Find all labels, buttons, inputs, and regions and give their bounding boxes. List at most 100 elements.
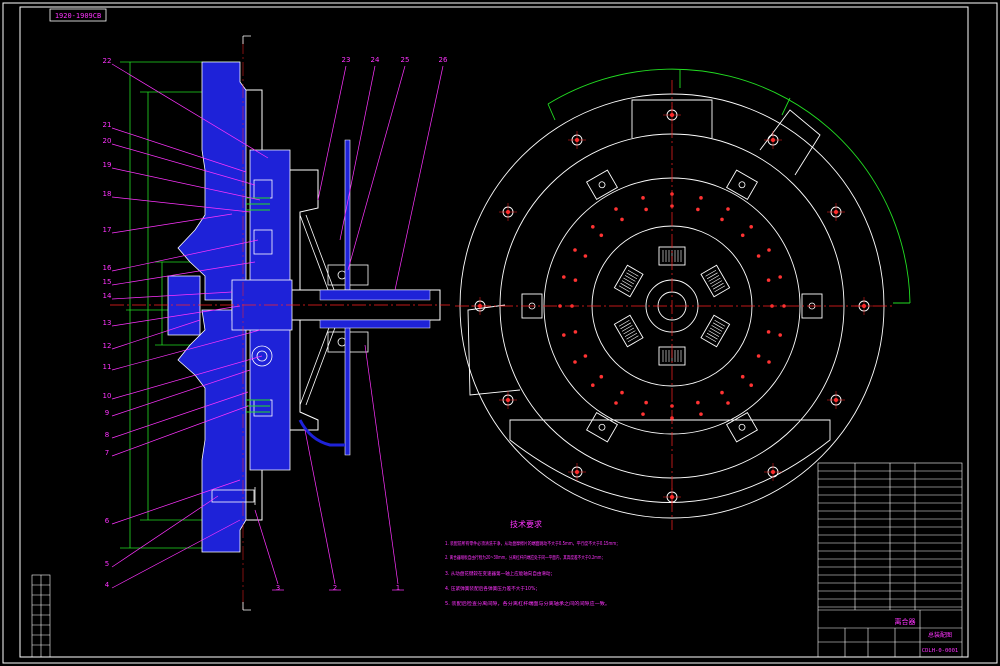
stamp-code: 1920-1909CB xyxy=(55,12,101,20)
rivet-hole xyxy=(726,207,730,211)
leader-line xyxy=(364,344,399,585)
bearing-sleeve xyxy=(319,289,431,301)
rivet-hole xyxy=(573,248,577,252)
dimension-lines xyxy=(120,61,240,549)
rivet-hole xyxy=(620,390,624,395)
leader-line xyxy=(304,429,336,585)
angle-dimension-arc xyxy=(547,68,911,304)
callout-number: 5 xyxy=(105,560,109,568)
callout-leaders xyxy=(111,63,444,591)
bolt-hole xyxy=(764,463,782,481)
notes-title: 技术要求 xyxy=(510,519,542,529)
rivet-hole xyxy=(573,278,578,282)
left-revision-table xyxy=(31,574,51,658)
disk-lug xyxy=(725,169,759,201)
rivet-hole xyxy=(591,383,595,387)
leader-line xyxy=(111,405,249,457)
leader-line xyxy=(339,65,376,241)
bearing-sleeve-lower xyxy=(319,319,431,329)
rivet-hole xyxy=(562,275,566,279)
rivet-hole xyxy=(591,225,595,229)
flywheel-section xyxy=(177,61,247,553)
cover-cutaway-right-top xyxy=(759,109,821,176)
rivet-hole xyxy=(614,207,618,211)
callout-number: 2 xyxy=(333,584,337,592)
title-block-name: 离合器 xyxy=(895,617,916,626)
leader-line xyxy=(317,65,347,201)
stamp-code-box xyxy=(49,8,107,22)
leader-line xyxy=(111,369,251,417)
bolt-hole xyxy=(499,203,517,221)
hub-section xyxy=(167,275,201,336)
leader-line xyxy=(347,65,406,271)
callout-number: 17 xyxy=(103,226,112,234)
rivet-hole xyxy=(782,304,786,308)
leader-line xyxy=(111,261,256,286)
rivet-hole xyxy=(562,333,566,337)
note-line-4: 4. 压紧弹簧装配后各弹簧压力差不大于10%； xyxy=(445,585,540,592)
title-block-sheet: 总装配图 xyxy=(928,631,952,639)
cover-cutaway-top xyxy=(631,99,713,138)
rivet-hole xyxy=(670,204,674,208)
rivet-hole xyxy=(573,330,578,334)
damper-spring xyxy=(700,264,731,298)
callout-number: 13 xyxy=(103,319,112,327)
callout-number: 21 xyxy=(103,121,112,129)
leader-line xyxy=(111,167,261,201)
section-arrow-top xyxy=(242,35,251,44)
rivet-hole xyxy=(599,233,604,238)
damper-spring xyxy=(700,314,731,348)
callout-number: 14 xyxy=(103,292,112,300)
callout-number: 7 xyxy=(105,449,109,457)
rivet-hole xyxy=(699,196,703,200)
callout-number: 24 xyxy=(371,56,380,64)
rivet-hole xyxy=(767,248,771,252)
rivet-hole xyxy=(766,278,771,282)
rivet-hole xyxy=(720,390,724,395)
bolt-hole xyxy=(827,203,845,221)
rivet-hole xyxy=(599,374,604,379)
leader-line xyxy=(111,143,256,186)
damper-spring xyxy=(658,346,686,366)
bolt-hole xyxy=(827,391,845,409)
rivet-hole xyxy=(573,360,577,364)
callout-number: 1 xyxy=(396,584,400,592)
callout-number: 25 xyxy=(401,56,410,64)
rivet-hole xyxy=(766,330,771,334)
note-line-5: 5. 装配后检查分离间隙，各分离杠杆端面与分离轴承之间的间隙应一致。 xyxy=(445,600,610,607)
leader-line xyxy=(111,519,241,589)
bolt-hole xyxy=(568,463,586,481)
leader-line xyxy=(111,319,201,350)
section-arrow-bottom xyxy=(242,602,251,611)
technical-requirements: 技术要求 1. 装配前所有零件必须清洗干净，从动盘摩擦片的端面跳动不大于0.5m… xyxy=(445,519,620,607)
rivet-hole xyxy=(720,217,724,222)
callout-number: 6 xyxy=(105,517,110,525)
callout-number: 10 xyxy=(103,392,112,400)
disk-lug xyxy=(585,169,619,201)
leader-line xyxy=(394,65,444,291)
rivet-hole xyxy=(778,333,782,337)
rivet-hole xyxy=(740,233,745,238)
rivet-hole xyxy=(614,401,618,405)
leader-line xyxy=(111,291,233,300)
leader-line xyxy=(111,329,261,371)
leader-line xyxy=(254,509,279,585)
leader-line xyxy=(111,213,233,234)
note-line-2: 2. 离合器踏板自由行程为20~30mm，分离杠杆内端应处于同一平面内，其高度差… xyxy=(445,554,605,561)
callout-number: 22 xyxy=(103,57,112,65)
callout-number: 3 xyxy=(276,584,280,592)
disk-lug xyxy=(585,411,619,443)
rivet-hole xyxy=(644,207,648,212)
clutch-cover xyxy=(246,89,319,521)
rivet-hole xyxy=(696,400,700,405)
rivet-hole xyxy=(583,254,588,258)
callout-number: 9 xyxy=(105,409,109,417)
damper-spring xyxy=(613,264,644,298)
release-housing xyxy=(298,419,345,447)
rivet-hole xyxy=(726,401,730,405)
leader-line xyxy=(111,239,259,272)
